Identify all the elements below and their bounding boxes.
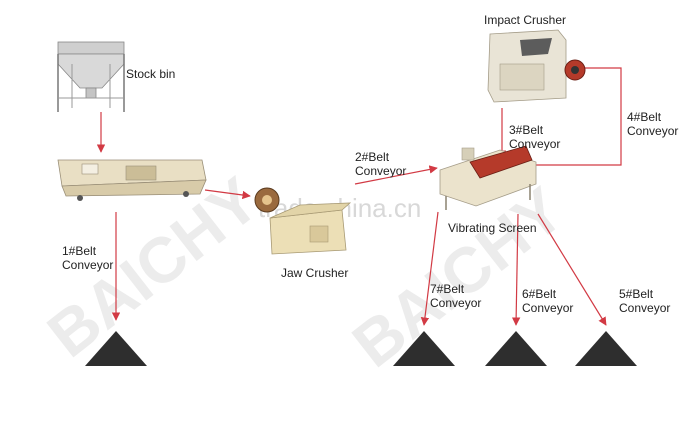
svg-text:Conveyor: Conveyor [62,258,113,272]
material-piles [85,331,637,366]
svg-text:Conveyor: Conveyor [522,301,573,315]
conveyor-label-2: 2#Belt Conveyor [355,150,406,178]
conveyor-label-3: 3#Belt Conveyor [509,123,560,151]
svg-text:Conveyor: Conveyor [619,301,670,315]
flow-arrows [96,63,622,326]
stock-bin-icon [57,41,125,112]
label-jaw-crusher: Jaw Crusher [281,266,348,280]
svg-text:7#Belt: 7#Belt [430,282,465,296]
arrow-2-belt [354,165,438,185]
vibrating-feeder-icon [57,159,207,201]
conveyor-label-1: 1#Belt Conveyor [62,244,113,272]
vibrating-screen-icon [439,145,537,210]
conveyor-label-4: 4#Belt Conveyor [627,110,678,138]
svg-text:6#Belt: 6#Belt [522,287,557,301]
svg-text:Conveyor: Conveyor [509,137,560,151]
arrow-feeder-to-jaw [204,189,251,200]
arrow-6-belt [511,213,521,326]
impact-crusher-icon [487,29,586,103]
conveyor-label-7: 7#Belt Conveyor [430,282,481,310]
pile-1 [85,331,147,366]
label-vibrating-screen: Vibrating Screen [448,221,537,235]
svg-text:Conveyor: Conveyor [355,164,406,178]
pile-6 [485,331,547,366]
conveyor-label-6: 6#Belt Conveyor [522,287,573,315]
pile-5 [575,331,637,366]
svg-text:4#Belt: 4#Belt [627,110,662,124]
svg-text:Conveyor: Conveyor [430,296,481,310]
arrow-4-belt [535,63,622,166]
svg-text:Conveyor: Conveyor [627,124,678,138]
svg-text:1#Belt: 1#Belt [62,244,97,258]
jaw-crusher-icon [254,187,352,255]
label-impact-crusher: Impact Crusher [484,13,566,27]
svg-text:3#Belt: 3#Belt [509,123,544,137]
svg-text:5#Belt: 5#Belt [619,287,654,301]
pile-7 [393,331,455,366]
conveyor-label-5: 5#Belt Conveyor [619,287,670,315]
label-stock-bin: Stock bin [126,67,175,81]
arrow-5-belt [537,213,607,326]
svg-text:2#Belt: 2#Belt [355,150,390,164]
arrow-7-belt [420,211,439,326]
